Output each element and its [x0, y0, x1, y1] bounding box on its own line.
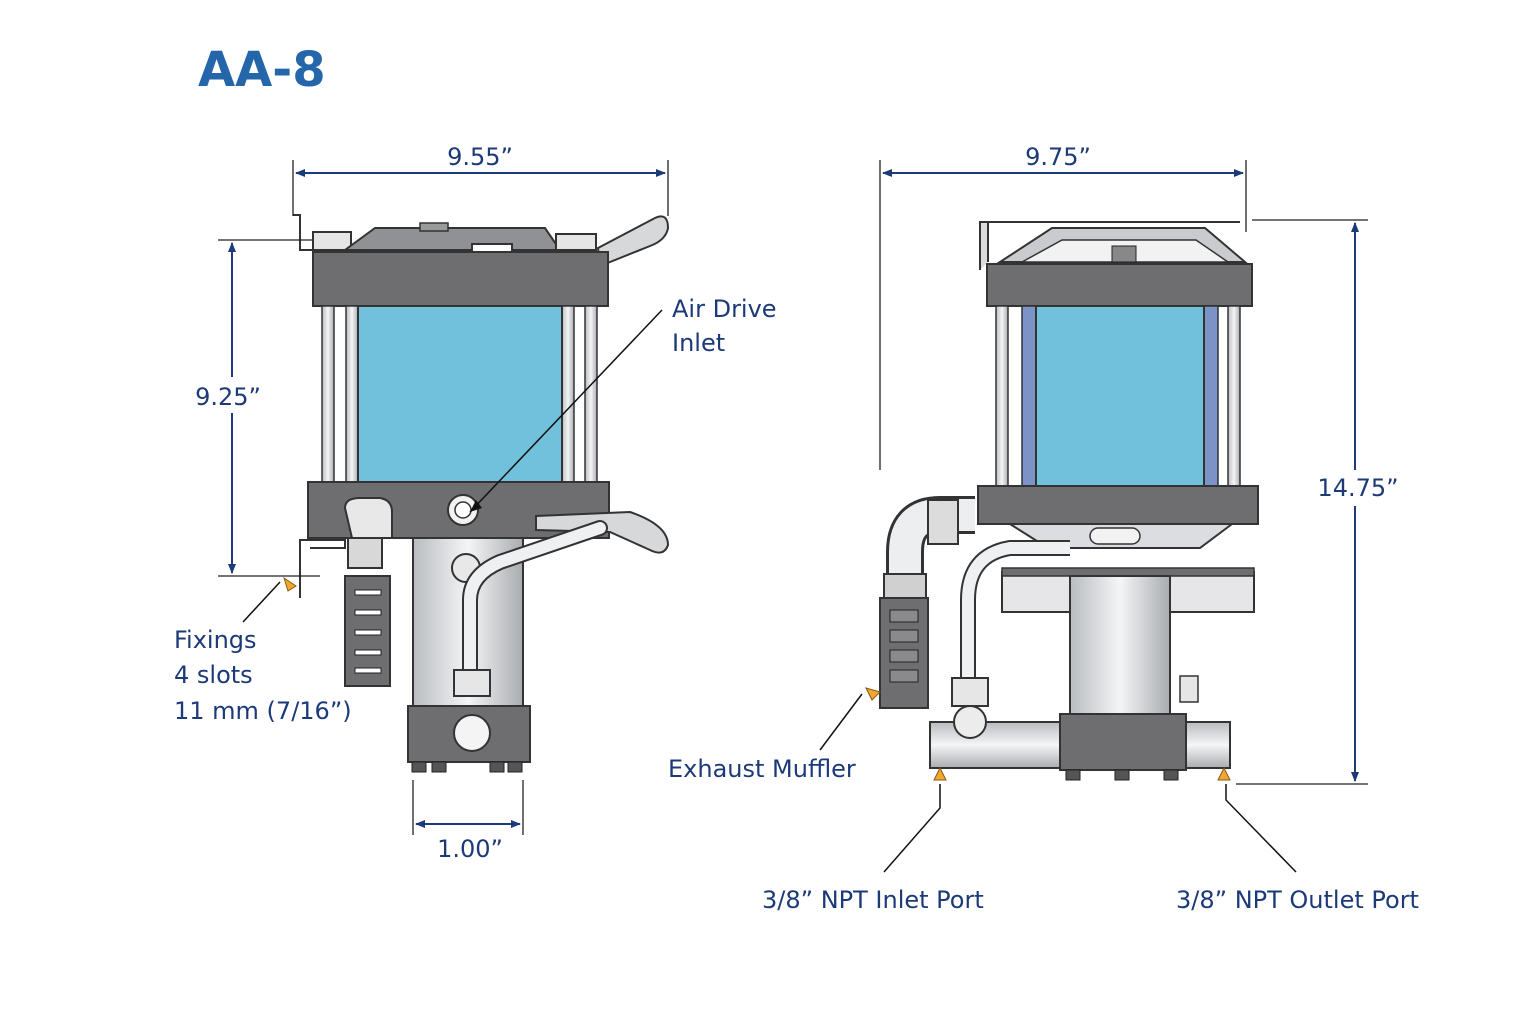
side-pump-body [1069, 575, 1171, 717]
top-cap [312, 251, 609, 307]
front-callouts: Air Drive Inlet Fixings 4 slots 11 mm (7… [174, 295, 777, 725]
fixings-arrow-marker [283, 576, 297, 592]
outlet-port-label: 3/8” NPT Outlet Port [1176, 886, 1419, 914]
inlet-port-arrow-marker [933, 766, 947, 781]
front-width-label: 9.55” [447, 143, 513, 171]
side-dimensions: 9.75” 14.75” [879, 143, 1402, 785]
inlet-fitting [929, 721, 1063, 769]
air-drive-inlet-label-line1: Air Drive [672, 295, 777, 323]
front-height-label: 9.25” [195, 383, 261, 411]
exhaust-muffler-arrow-marker [865, 687, 881, 701]
side-callouts: Exhaust Muffler 3/8” NPT Inlet Port 3/8”… [668, 687, 1419, 914]
front-view [293, 214, 670, 773]
page-title: AA-8 [198, 42, 326, 98]
side-width-label: 9.75” [1025, 143, 1091, 171]
side-center-block [977, 485, 1259, 525]
fixings-label-line3: 11 mm (7/16”) [174, 697, 352, 725]
fixings-label-line1: Fixings [174, 626, 257, 654]
top-bracket [293, 214, 315, 251]
side-view [879, 221, 1259, 781]
side-top-cap [986, 263, 1253, 307]
top-handle [596, 215, 670, 268]
side-height-label: 14.75” [1317, 474, 1398, 502]
side-bottom-block [1059, 713, 1187, 771]
front-dimensions: 9.55” 9.25” 1.00” [190, 143, 669, 863]
exhaust-muffler-label: Exhaust Muffler [668, 755, 856, 783]
side-air-cylinder [1035, 305, 1205, 487]
front-base-label: 1.00” [437, 835, 503, 863]
fixing-bracket [299, 539, 346, 598]
air-drive-inlet-label-line2: Inlet [672, 329, 725, 357]
fixings-label-line2: 4 slots [174, 661, 253, 689]
outlet-fitting [1185, 721, 1231, 769]
inlet-port-label: 3/8” NPT Inlet Port [762, 886, 984, 914]
air-cylinder [357, 305, 563, 483]
outlet-port-arrow-marker [1217, 766, 1231, 781]
